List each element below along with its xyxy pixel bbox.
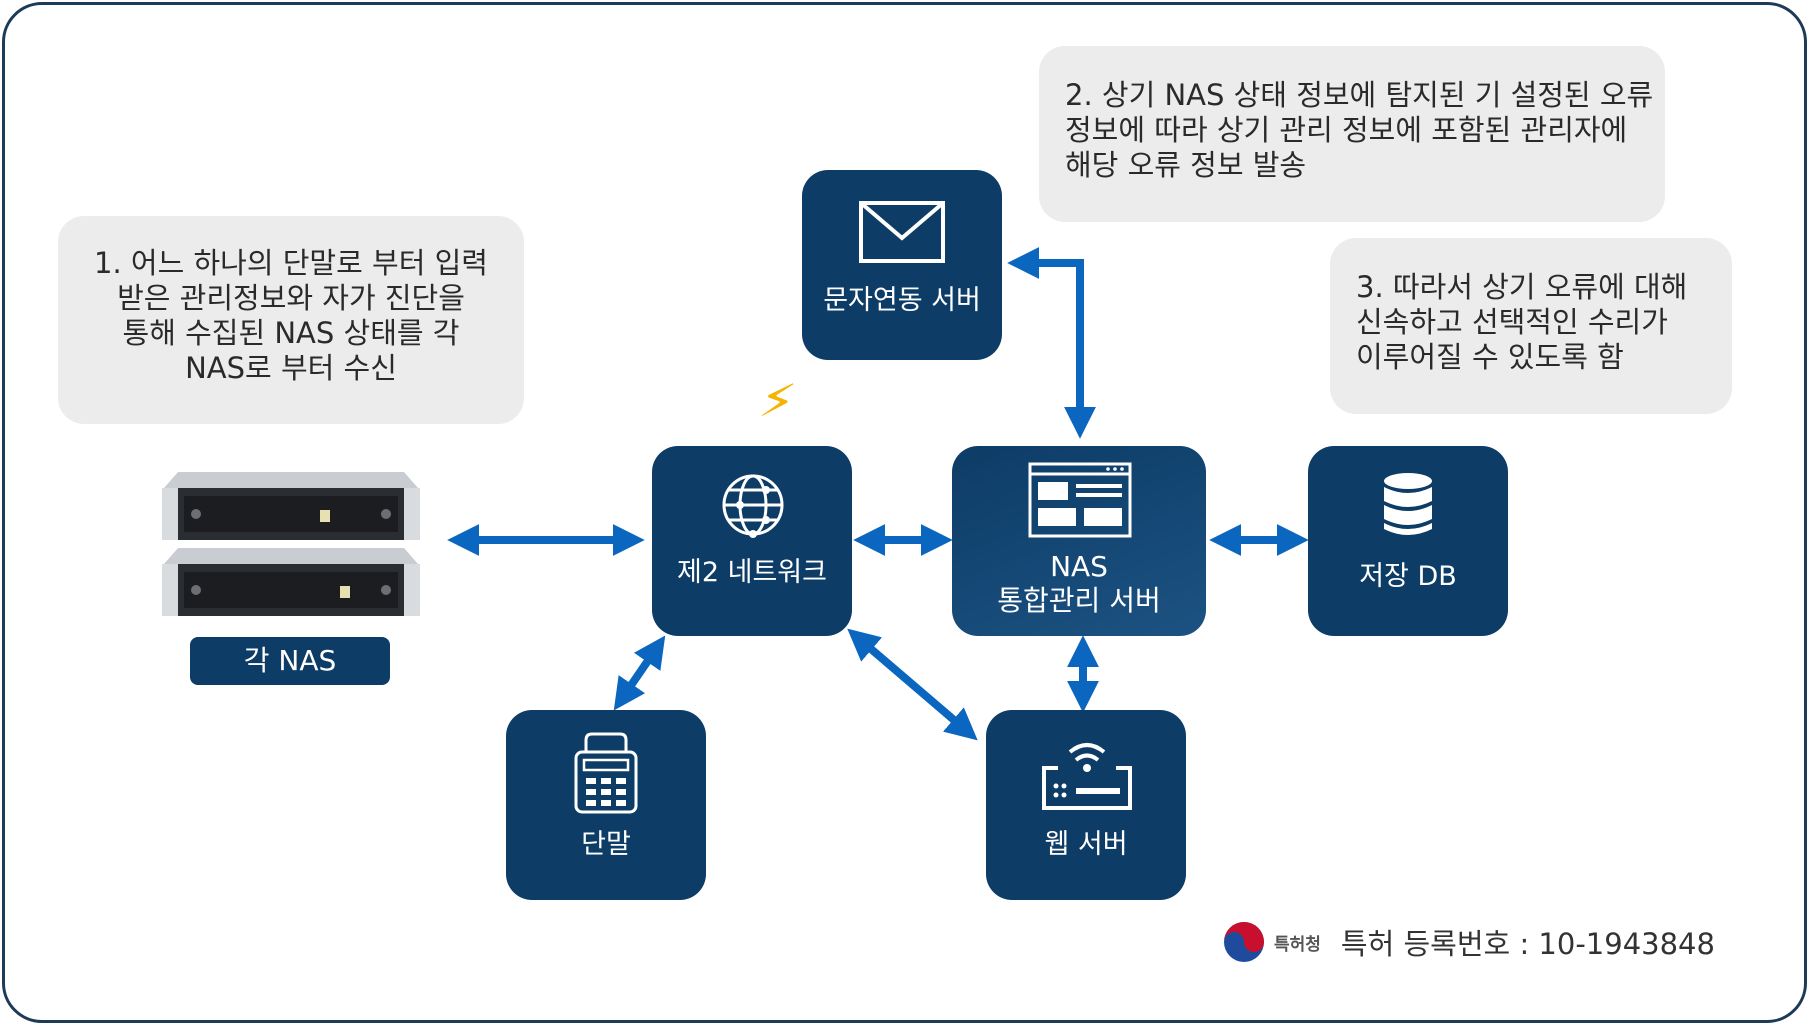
dashboard-window-icon	[1028, 462, 1132, 538]
sms-server-node[interactable]: 문자연동 서버	[802, 170, 1002, 360]
sms-server-label: 문자연동 서버	[823, 285, 981, 316]
web-server-label: 웹 서버	[1044, 829, 1128, 860]
arrow-network-webserver	[847, 628, 978, 741]
callout-step1: 1. 어느 하나의 단말로 부터 입력 받은 관리정보와 자가 진단을 통해 수…	[58, 216, 524, 424]
envelope-icon	[859, 201, 945, 263]
nas-device-icon	[162, 548, 420, 616]
terminal-label: 단말	[581, 829, 631, 860]
nas-management-server-node[interactable]: NAS 통합관리 서버	[952, 446, 1206, 636]
network-node[interactable]: 제2 네트워크	[652, 446, 852, 636]
callout-step1-text: 1. 어느 하나의 단말로 부터 입력 받은 관리정보와 자가 진단을 통해 수…	[94, 246, 488, 385]
each-nas-label: 각 NAS	[190, 637, 390, 685]
callout-step3-text: 3. 따라서 상기 오류에 대해 신속하고 선택적인 수리가 이루어질 수 있도…	[1356, 270, 1688, 374]
patent-registration-number: 특허 등록번호 : 10-1943848	[1340, 927, 1715, 961]
storage-db-node[interactable]: 저장 DB	[1308, 446, 1508, 636]
database-icon	[1384, 473, 1432, 535]
callout-step3: 3. 따라서 상기 오류에 대해 신속하고 선택적인 수리가 이루어질 수 있도…	[1330, 238, 1732, 414]
arrow-network-terminal	[613, 635, 666, 711]
globe-icon	[722, 474, 784, 538]
patent-footer: 특허청 특허 등록번호 : 10-1943848	[1222, 917, 1715, 967]
nas-management-server-label: NAS 통합관리 서버	[997, 550, 1161, 617]
callout-step2: 2. 상기 NAS 상태 정보에 탐지된 기 설정된 오류 정보에 따라 상기 …	[1039, 46, 1665, 222]
callout-step2-text: 2. 상기 NAS 상태 정보에 탐지된 기 설정된 오류 정보에 따라 상기 …	[1065, 78, 1654, 182]
network-label: 제2 네트워크	[677, 557, 827, 588]
nas-device-icon	[162, 472, 420, 540]
storage-db-label: 저장 DB	[1359, 561, 1457, 592]
agency-name: 특허청	[1274, 934, 1321, 955]
terminal-node[interactable]: 단말	[506, 710, 706, 900]
arrow-nasserver-sms	[1007, 247, 1096, 439]
wifi-router-icon	[1042, 743, 1132, 810]
kipo-logo-icon	[1224, 922, 1264, 962]
web-server-node[interactable]: 웹 서버	[986, 710, 1186, 900]
fax-terminal-icon	[574, 732, 638, 814]
